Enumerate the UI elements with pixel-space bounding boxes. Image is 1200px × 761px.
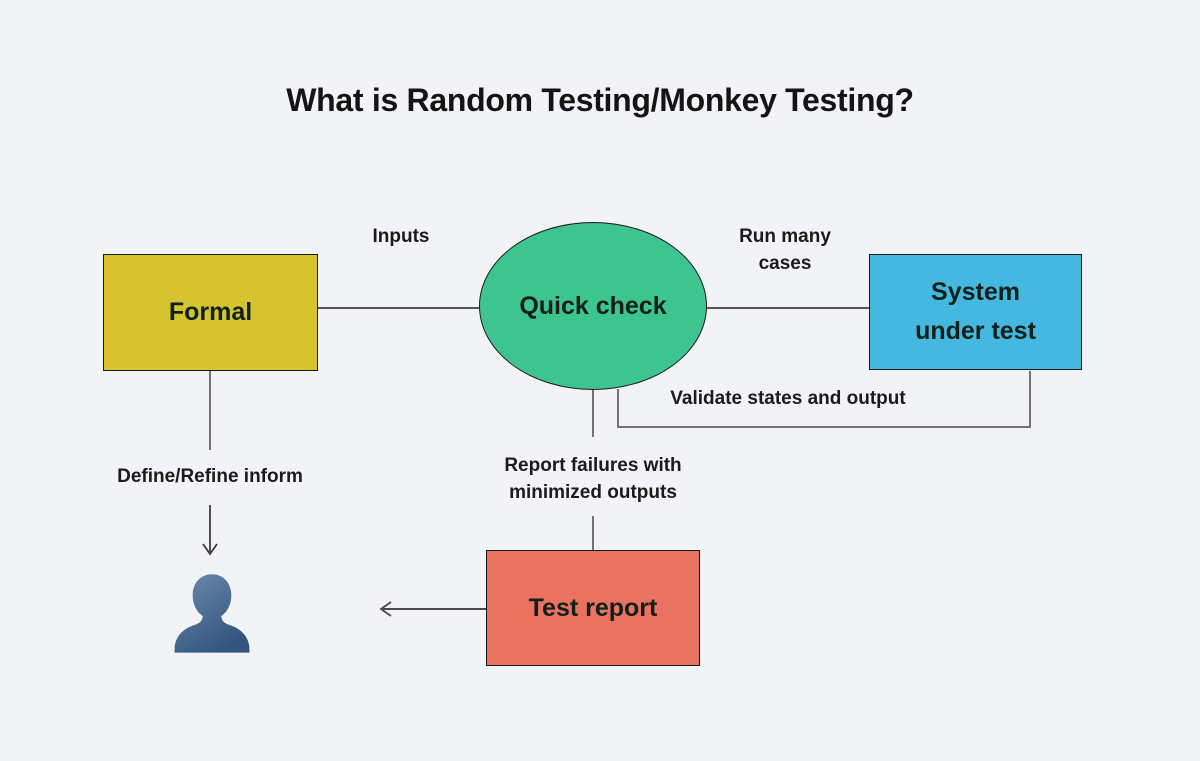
page-title: What is Random Testing/Monkey Testing? <box>286 82 914 118</box>
edge-label-inputs: Inputs <box>372 226 430 247</box>
node-test-report-label: Test report <box>528 593 658 622</box>
edge-label-report-failures: Report failures with minimized outputs <box>504 455 682 503</box>
node-quick-check-label: Quick check <box>519 291 667 320</box>
node-quick-check: Quick check <box>479 222 707 390</box>
edge-label-run-many-cases: Run many cases <box>739 226 831 274</box>
edge-validate-bracket <box>617 371 1031 428</box>
node-test-report: Test report <box>486 550 700 666</box>
edge-label-define-refine: Define/Refine inform <box>117 466 303 487</box>
edge-label-validate-states: Validate states and output <box>670 388 906 409</box>
user-icon <box>174 574 250 653</box>
node-system-under-test-label: System under test <box>915 278 1036 345</box>
node-formal: Formal <box>103 254 318 371</box>
edge-define-arrowhead <box>202 543 218 556</box>
node-system-under-test: System under test <box>869 254 1082 370</box>
node-formal-label: Formal <box>168 298 253 327</box>
edge-testreport-arrowhead <box>379 601 392 617</box>
